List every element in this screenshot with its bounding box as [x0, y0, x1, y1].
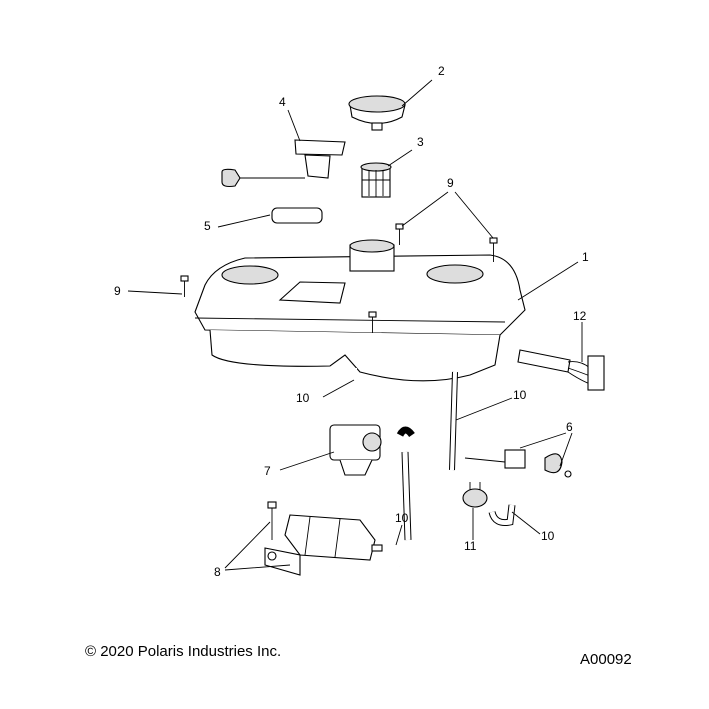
- callout-1: 1: [582, 250, 589, 264]
- fuel-tank: [194, 239, 526, 382]
- callout-10: 10: [296, 391, 310, 405]
- wiring-harness: [517, 349, 605, 391]
- callout-4: 4: [279, 95, 286, 109]
- copyright-text: © 2020 Polaris Industries Inc.: [85, 643, 282, 660]
- fuel-sender: [221, 139, 346, 188]
- bolts: [180, 223, 498, 333]
- gasket: [271, 207, 323, 224]
- callout-10: 10: [513, 388, 527, 402]
- evap-canister: [264, 501, 383, 576]
- diagram-code: A00092: [580, 651, 632, 668]
- callout-9: 9: [447, 176, 454, 190]
- fuel-cap: [348, 95, 406, 131]
- leader-lines: [127, 79, 583, 571]
- hoses: [353, 368, 516, 571]
- callout-3: 3: [417, 135, 424, 149]
- fuel-strainer: [360, 162, 392, 198]
- rollover-valve: [329, 424, 382, 476]
- callout-8: 8: [214, 565, 221, 579]
- callout-2: 2: [438, 64, 445, 78]
- callout-10: 10: [541, 529, 555, 543]
- callout-7: 7: [264, 464, 271, 478]
- callout-12: 12: [573, 309, 587, 323]
- check-valve: [462, 482, 488, 508]
- callout-5: 5: [204, 219, 211, 233]
- fitting: [464, 449, 572, 478]
- callout-6: 6: [566, 420, 573, 434]
- callout-11: 11: [464, 539, 477, 553]
- callout-9: 9: [114, 284, 121, 298]
- callout-10: 10: [395, 511, 409, 525]
